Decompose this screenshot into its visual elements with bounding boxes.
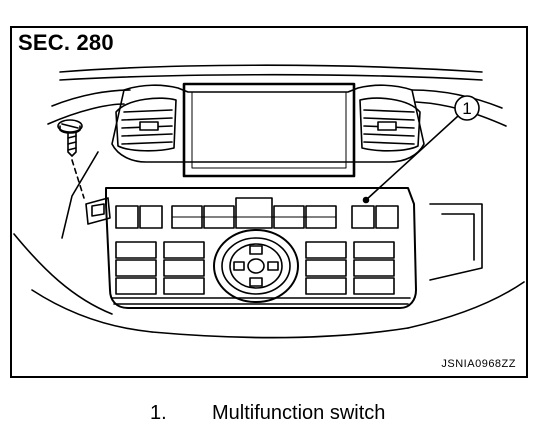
right-air-vent (359, 97, 421, 152)
screw-icon (57, 119, 85, 199)
lower-right-buttons (305, 241, 395, 295)
display-screen (182, 82, 356, 178)
section-label: SEC. 280 (18, 30, 114, 55)
top-button-row (115, 197, 399, 229)
lower-left-buttons (115, 241, 205, 295)
dashboard-outline (13, 64, 525, 339)
mounting-boss (85, 197, 111, 225)
figure-code: JSNIA0968ZZ (441, 358, 516, 370)
left-air-vent (115, 97, 177, 152)
callout-number: 1 (462, 99, 471, 118)
multifunction-switch-panel (105, 187, 417, 309)
control-knob (213, 229, 299, 303)
legend-item-number: 1. (150, 402, 167, 424)
callout-leader (362, 95, 480, 204)
display-housing (111, 84, 425, 163)
legend-item-text: Multifunction switch (212, 402, 386, 424)
dashboard-illustration: 1 (13, 64, 525, 339)
